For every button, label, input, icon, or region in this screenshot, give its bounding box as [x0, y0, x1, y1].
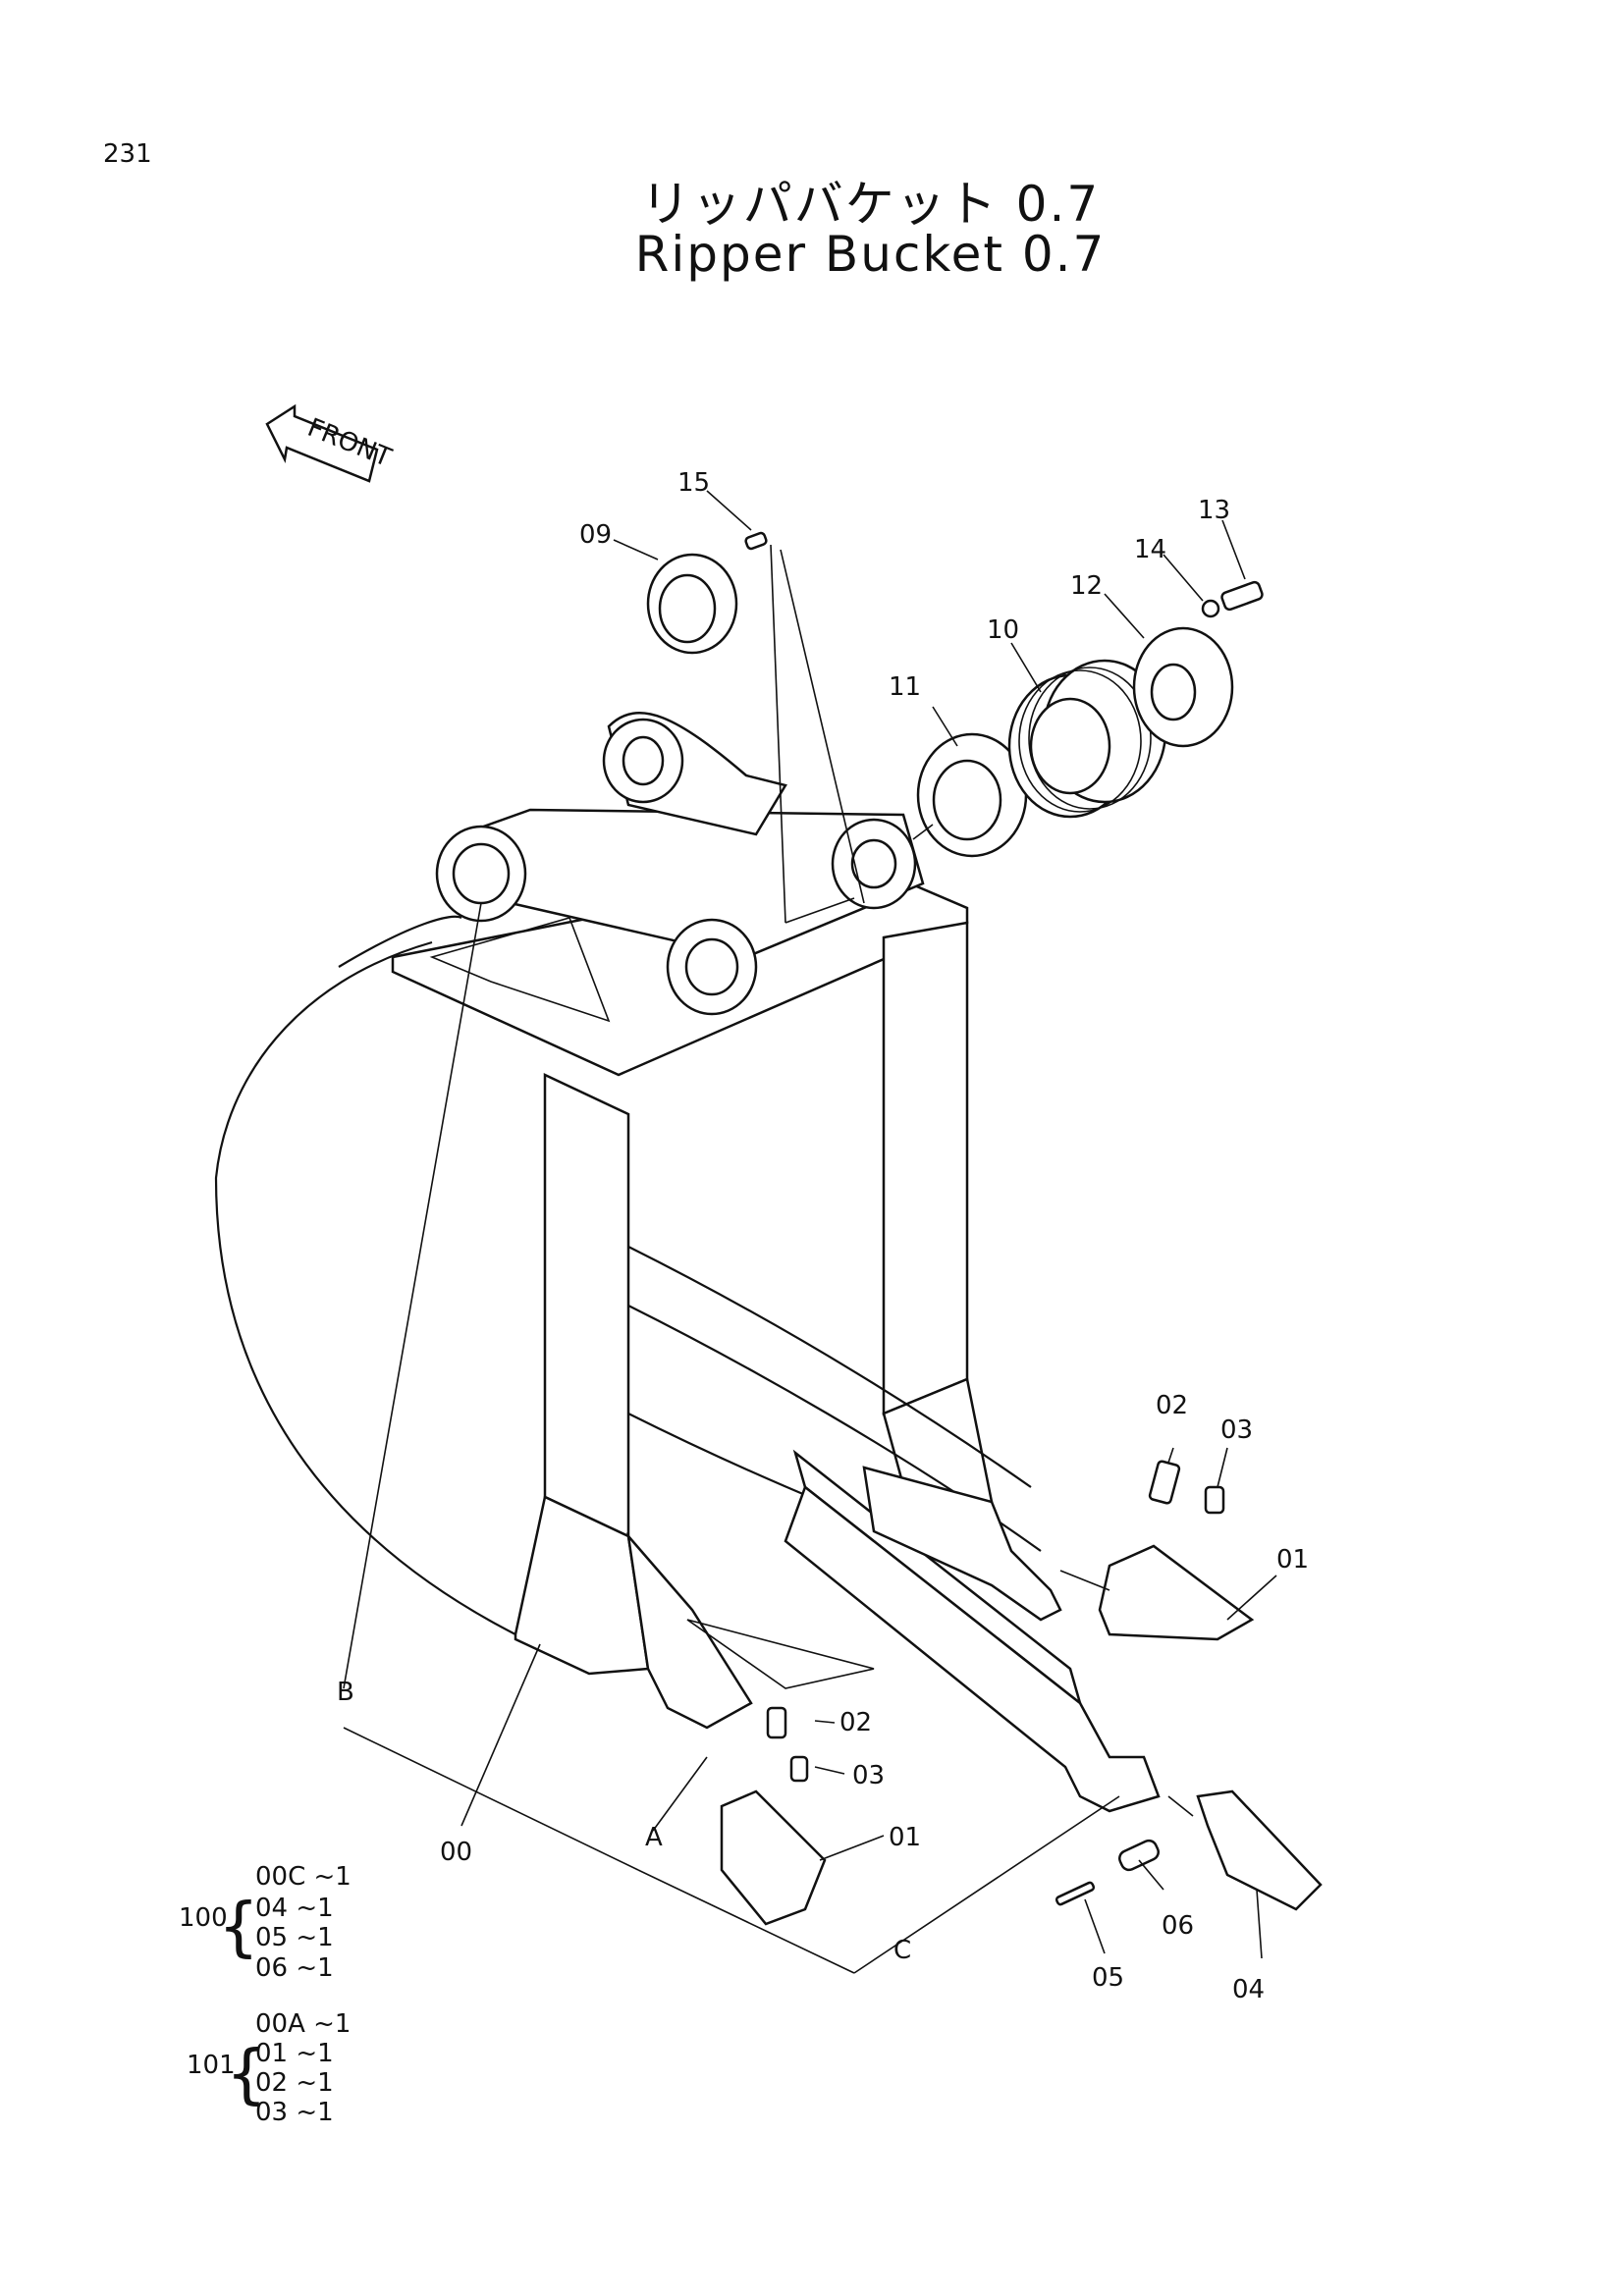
part-01-tooth-center: [720, 1789, 827, 1926]
part-06-pin: [1118, 1839, 1160, 1872]
callout-01-right: 01: [1276, 1545, 1309, 1575]
callout-a: A: [645, 1823, 663, 1852]
callout-00: 00: [440, 1838, 472, 1867]
part-11-shim: [916, 732, 1028, 858]
assembly-101-item-2: 02 ~1: [255, 2068, 334, 2098]
part-15-pin: [744, 531, 768, 551]
callout-02-center: 02: [839, 1708, 872, 1737]
assembly-100-item-1: 04 ~1: [255, 1894, 334, 1923]
page-number: 231: [103, 139, 152, 169]
part-13-bolt: [1220, 580, 1264, 612]
part-01-tooth-right: [1098, 1544, 1255, 1641]
part-09-boss: [646, 553, 738, 655]
assembly-101-item-3: 03 ~1: [255, 2098, 334, 2127]
callout-11: 11: [889, 672, 921, 702]
part-04-tooth: [1196, 1789, 1323, 1911]
callout-01-center: 01: [889, 1823, 921, 1852]
callout-10: 10: [987, 615, 1019, 645]
title-english: Ripper Bucket 0.7: [634, 226, 1107, 283]
callout-14: 14: [1134, 535, 1166, 564]
callout-02-right: 02: [1156, 1391, 1188, 1420]
callout-06: 06: [1162, 1911, 1194, 1941]
part-12-plate: [1132, 626, 1234, 748]
callout-05: 05: [1092, 1963, 1124, 1993]
assembly-100: 100 { 00C ~1 04 ~1 05 ~1 06 ~1: [179, 1862, 352, 1983]
bucket-body: [214, 712, 1161, 1813]
part-03-lock-right: [1204, 1485, 1225, 1515]
assembly-101-item-0: 00A ~1: [255, 2009, 351, 2039]
callout-13: 13: [1198, 496, 1230, 525]
assembly-101-item-1: 01 ~1: [255, 2039, 334, 2068]
svg-text:{: {: [226, 2036, 267, 2111]
title-japanese: リッパバケット 0.7: [640, 176, 1101, 233]
svg-text:{: {: [218, 1889, 259, 1964]
callout-03-right: 03: [1220, 1415, 1253, 1445]
front-arrow-icon: FRONT: [265, 403, 396, 483]
callout-c: C: [893, 1936, 911, 1965]
assembly-100-item-3: 06 ~1: [255, 1953, 334, 1983]
part-14-washer: [1201, 599, 1220, 618]
leader-lines: [343, 490, 1277, 1974]
part-02-pin-right: [1148, 1460, 1181, 1505]
assembly-100-id: 100: [179, 1903, 228, 1933]
part-02-pin-center: [766, 1706, 787, 1739]
callout-03-center: 03: [852, 1761, 885, 1790]
assembly-100-item-2: 05 ~1: [255, 1923, 334, 1952]
assembly-101: 101 { 00A ~1 01 ~1 02 ~1 03 ~1: [187, 2009, 351, 2127]
callout-15: 15: [677, 468, 710, 498]
assembly-101-id: 101: [187, 2051, 236, 2080]
callout-12: 12: [1070, 571, 1103, 601]
callout-b: B: [337, 1678, 354, 1707]
callout-04: 04: [1232, 1975, 1265, 2004]
part-03-lock-center: [789, 1755, 809, 1783]
part-05-roll-pin: [1055, 1881, 1096, 1906]
assembly-100-item-0: 00C ~1: [255, 1862, 352, 1892]
callout-09: 09: [579, 520, 612, 550]
